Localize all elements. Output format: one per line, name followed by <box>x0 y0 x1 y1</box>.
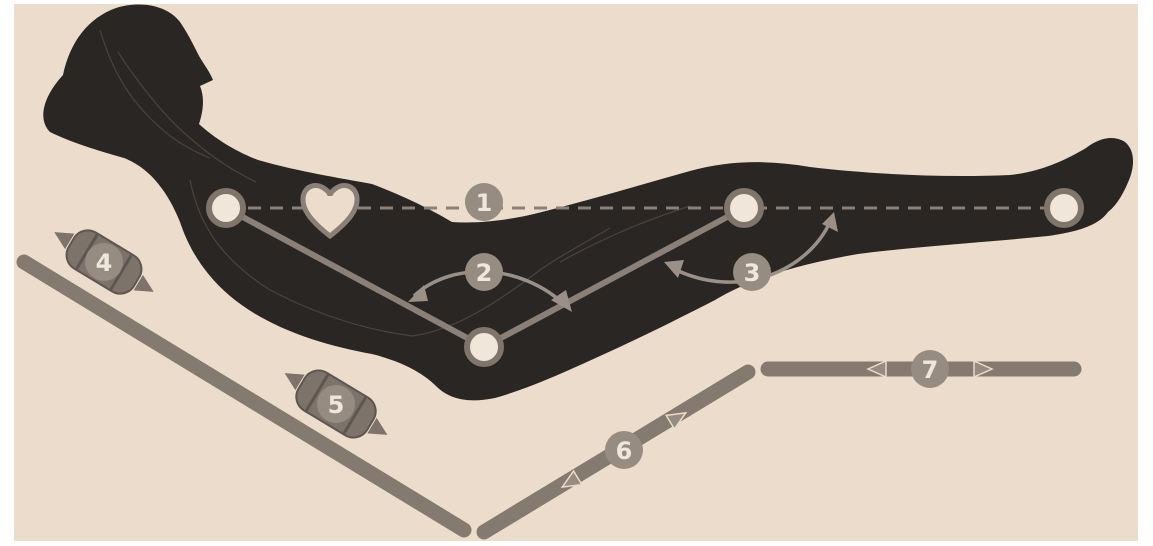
marker-5-label: 5 <box>328 391 345 419</box>
shoulder-joint-icon <box>209 191 243 225</box>
marker-2-label: 2 <box>476 259 493 287</box>
marker-1: 1 <box>465 183 503 221</box>
marker-3: 3 <box>733 253 771 291</box>
marker-7-label: 7 <box>922 356 939 384</box>
marker-3-label: 3 <box>744 259 761 287</box>
marker-6: 6 <box>605 431 643 469</box>
marker-1-label: 1 <box>476 189 493 217</box>
marker-4: 4 <box>85 243 123 281</box>
ankle-joint-icon <box>1047 191 1081 225</box>
marker-6-label: 6 <box>616 437 633 465</box>
marker-7: 7 <box>911 350 949 388</box>
marker-2: 2 <box>465 253 503 291</box>
hip-joint-icon <box>467 330 501 364</box>
marker-4-label: 4 <box>96 249 113 277</box>
marker-5: 5 <box>317 385 355 423</box>
knee-joint-icon <box>727 191 761 225</box>
